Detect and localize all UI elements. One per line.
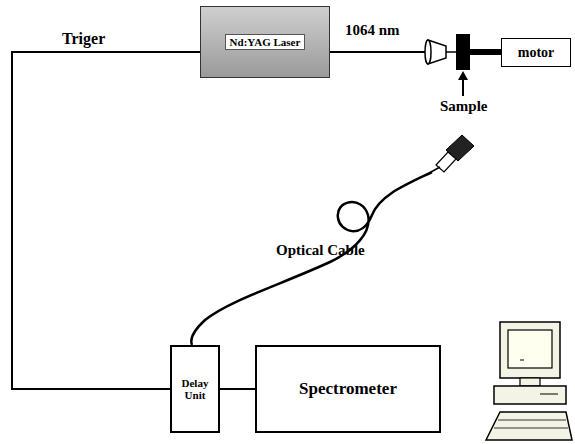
motor-box: motor xyxy=(501,38,571,67)
node-text: motor xyxy=(518,45,555,61)
part-label: Optical Cable xyxy=(276,242,365,259)
node-text: Delay Unit xyxy=(175,377,215,401)
spectrometer-box: Spectrometer xyxy=(255,345,441,433)
connector xyxy=(220,389,255,390)
sample-target xyxy=(456,34,470,70)
delay-unit-box: Delay Unit xyxy=(170,345,220,433)
wavelength-label: 1064 nm xyxy=(345,22,400,39)
laser-beam xyxy=(446,51,456,53)
fiber-connector xyxy=(436,152,456,172)
pointer-arrow xyxy=(458,71,468,80)
pointer-arrow xyxy=(462,78,464,96)
laser-box: Nd:YAG Laser xyxy=(200,6,330,78)
optical-cable xyxy=(191,172,432,345)
laser-beam xyxy=(330,51,428,53)
edge-label: Triger xyxy=(62,30,105,48)
lens xyxy=(425,40,431,64)
computer-icon xyxy=(486,322,572,440)
part-label: Sample xyxy=(440,98,488,115)
connector xyxy=(12,52,200,389)
fiber-connector xyxy=(431,167,440,172)
node-text: Spectrometer xyxy=(299,379,397,399)
node-text: Nd:YAG Laser xyxy=(225,34,306,50)
motor-shaft xyxy=(470,49,501,55)
